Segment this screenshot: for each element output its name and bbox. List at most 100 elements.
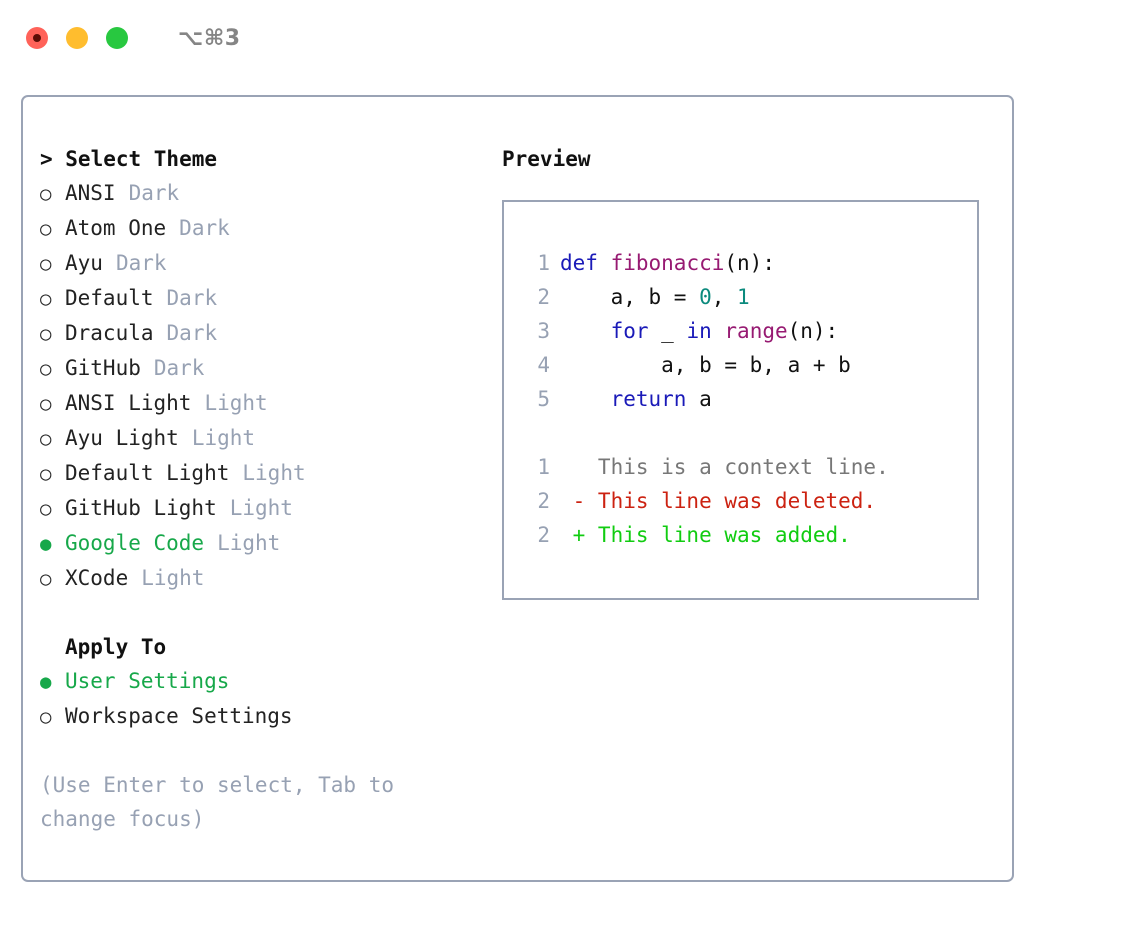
theme-mode-tag: Light (217, 531, 281, 555)
keyboard-hint: (Use Enter to select, Tab to change focu… (40, 773, 407, 831)
close-button[interactable] (26, 27, 48, 49)
code-line: 5 return a (520, 382, 977, 416)
theme-name: GitHub Light (65, 496, 217, 520)
diff-line: 2 + This line was added. (520, 518, 977, 552)
theme-mode-tag: Light (191, 426, 256, 450)
theme-mode-tag: Dark (166, 286, 218, 310)
code-line: 4 a, b = b, a + b (520, 348, 977, 382)
token-add: + This line was added. (560, 523, 851, 547)
code-content: return a (560, 382, 712, 416)
theme-option-dracula[interactable]: ○ Dracula Dark (40, 316, 490, 351)
window-titlebar: ⌥⌘3 (0, 0, 1140, 76)
theme-name: Ayu Light (65, 426, 179, 450)
theme-mode-tag: Light (204, 391, 268, 415)
code-line: 1 def fibonacci(n): (520, 246, 977, 280)
theme-mode-tag: Dark (179, 216, 230, 240)
token-num: 0 (699, 285, 712, 309)
code-content: a, b = 0, 1 (560, 280, 750, 314)
theme-name: ANSI (65, 181, 116, 205)
theme-mode-tag: Dark (153, 356, 205, 380)
code-content: def fibonacci(n): (560, 246, 775, 280)
theme-option-atom-one[interactable]: ○ Atom One Dark (40, 211, 490, 246)
theme-name: ANSI Light (65, 391, 192, 415)
diff-content: This is a context line. (560, 450, 889, 484)
radio-selected-icon: ● (40, 671, 52, 693)
radio-unselected-icon: ○ (40, 323, 52, 345)
code-content: for _ in range(n): (560, 314, 839, 348)
token-pl: a (686, 387, 712, 411)
code-content: a, b = b, a + b (560, 348, 851, 382)
theme-mode-tag: Light (141, 566, 205, 590)
theme-option-default[interactable]: ○ Default Dark (40, 281, 490, 316)
token-num: 1 (737, 285, 750, 309)
radio-unselected-icon: ○ (40, 428, 52, 450)
theme-name: GitHub (65, 356, 141, 380)
section-spacer (40, 596, 490, 630)
theme-option-ayu[interactable]: ○ Ayu Dark (40, 246, 490, 281)
apply-to-heading: Apply To (65, 635, 167, 659)
token-del: - This line was deleted. (560, 489, 877, 513)
line-number: 1 (537, 251, 550, 275)
token-pl (560, 319, 611, 343)
theme-name: Atom One (65, 216, 167, 240)
token-kw: in (686, 319, 712, 343)
token-pl: , (711, 285, 738, 309)
line-number: 5 (537, 387, 550, 411)
select-theme-heading: > Select Theme (40, 147, 218, 171)
theme-mode-tag: Dark (166, 321, 218, 345)
line-number: 1 (537, 455, 550, 479)
token-kw: return (610, 387, 687, 411)
radio-unselected-icon: ○ (40, 253, 52, 275)
theme-option-ansi-light[interactable]: ○ ANSI Light Light (40, 386, 490, 421)
token-pl (560, 387, 611, 411)
minimize-button[interactable] (66, 27, 88, 49)
token-kw: def (560, 251, 598, 275)
radio-unselected-icon: ○ (40, 183, 52, 205)
window-controls (26, 27, 128, 49)
code-line: 2 a, b = 0, 1 (520, 280, 977, 314)
theme-name: Default (65, 286, 154, 310)
theme-option-github[interactable]: ○ GitHub Dark (40, 351, 490, 386)
radio-unselected-icon: ○ (40, 463, 52, 485)
theme-name: Dracula (65, 321, 154, 345)
apply-to-list[interactable]: ● User Settings ○ Workspace Settings (40, 664, 490, 734)
theme-option-ayu-light[interactable]: ○ Ayu Light Light (40, 421, 490, 456)
code-line: 3 for _ in range(n): (520, 314, 977, 348)
apply-to-label: User Settings (65, 669, 230, 693)
apply-to-label: Workspace Settings (65, 704, 293, 728)
theme-mode-tag: Dark (128, 181, 180, 205)
radio-unselected-icon: ○ (40, 358, 52, 380)
theme-option-ansi[interactable]: ○ ANSI Dark (40, 176, 490, 211)
theme-name: Google Code (65, 531, 205, 555)
code-diff-spacer (520, 416, 977, 450)
line-number: 3 (537, 319, 550, 343)
diff-content: + This line was added. (560, 518, 851, 552)
token-pl (712, 319, 725, 343)
radio-unselected-icon: ○ (40, 393, 52, 415)
radio-unselected-icon: ○ (40, 288, 52, 310)
apply-to-option-user-settings[interactable]: ● User Settings (40, 664, 490, 699)
diff-line: 2 - This line was deleted. (520, 484, 977, 518)
apply-to-option-workspace-settings[interactable]: ○ Workspace Settings (40, 699, 490, 734)
theme-mode-tag: Dark (115, 251, 167, 275)
radio-unselected-icon: ○ (40, 218, 52, 240)
theme-name: Ayu (65, 251, 103, 275)
token-pl: a, b = (560, 285, 700, 309)
maximize-button[interactable] (106, 27, 128, 49)
window-title: ⌥⌘3 (178, 25, 241, 51)
radio-unselected-icon: ○ (40, 706, 52, 728)
line-number: 2 (537, 489, 550, 513)
diff-preview: 1 This is a context line.2 - This line w… (520, 450, 977, 552)
line-number: 2 (537, 285, 550, 309)
theme-mode-tag: Light (242, 461, 306, 485)
